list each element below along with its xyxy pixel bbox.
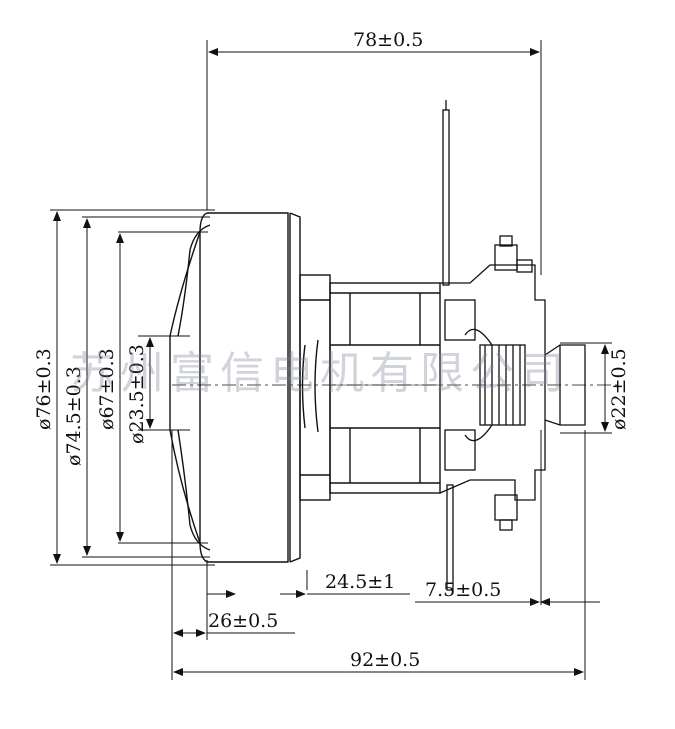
dim-76-label: ø76±0.3 (33, 348, 55, 430)
dim-overall-top-label: 78±0.5 (353, 29, 423, 51)
dim-67-label: ø67±0.3 (96, 348, 118, 430)
dim-23-5-label: ø23.5±0.3 (126, 344, 148, 444)
dim-overall-bottom-label: 92±0.5 (350, 649, 420, 671)
dim-74-5-label: ø74.5±0.3 (63, 366, 85, 466)
dim-24-5-label: 24.5±1 (325, 571, 395, 593)
dim-26-label: 26±0.5 (208, 610, 278, 632)
dim-22-label: ø22±0.5 (608, 348, 630, 430)
terminal-pins (442, 100, 454, 591)
dim-7-5-label: 7.5±0.5 (425, 579, 501, 601)
commutator-assembly (439, 235, 586, 531)
motor-body (299, 274, 441, 501)
fan-housing (169, 212, 301, 563)
extension-lines (50, 40, 612, 680)
dimension-lines (53, 48, 609, 676)
